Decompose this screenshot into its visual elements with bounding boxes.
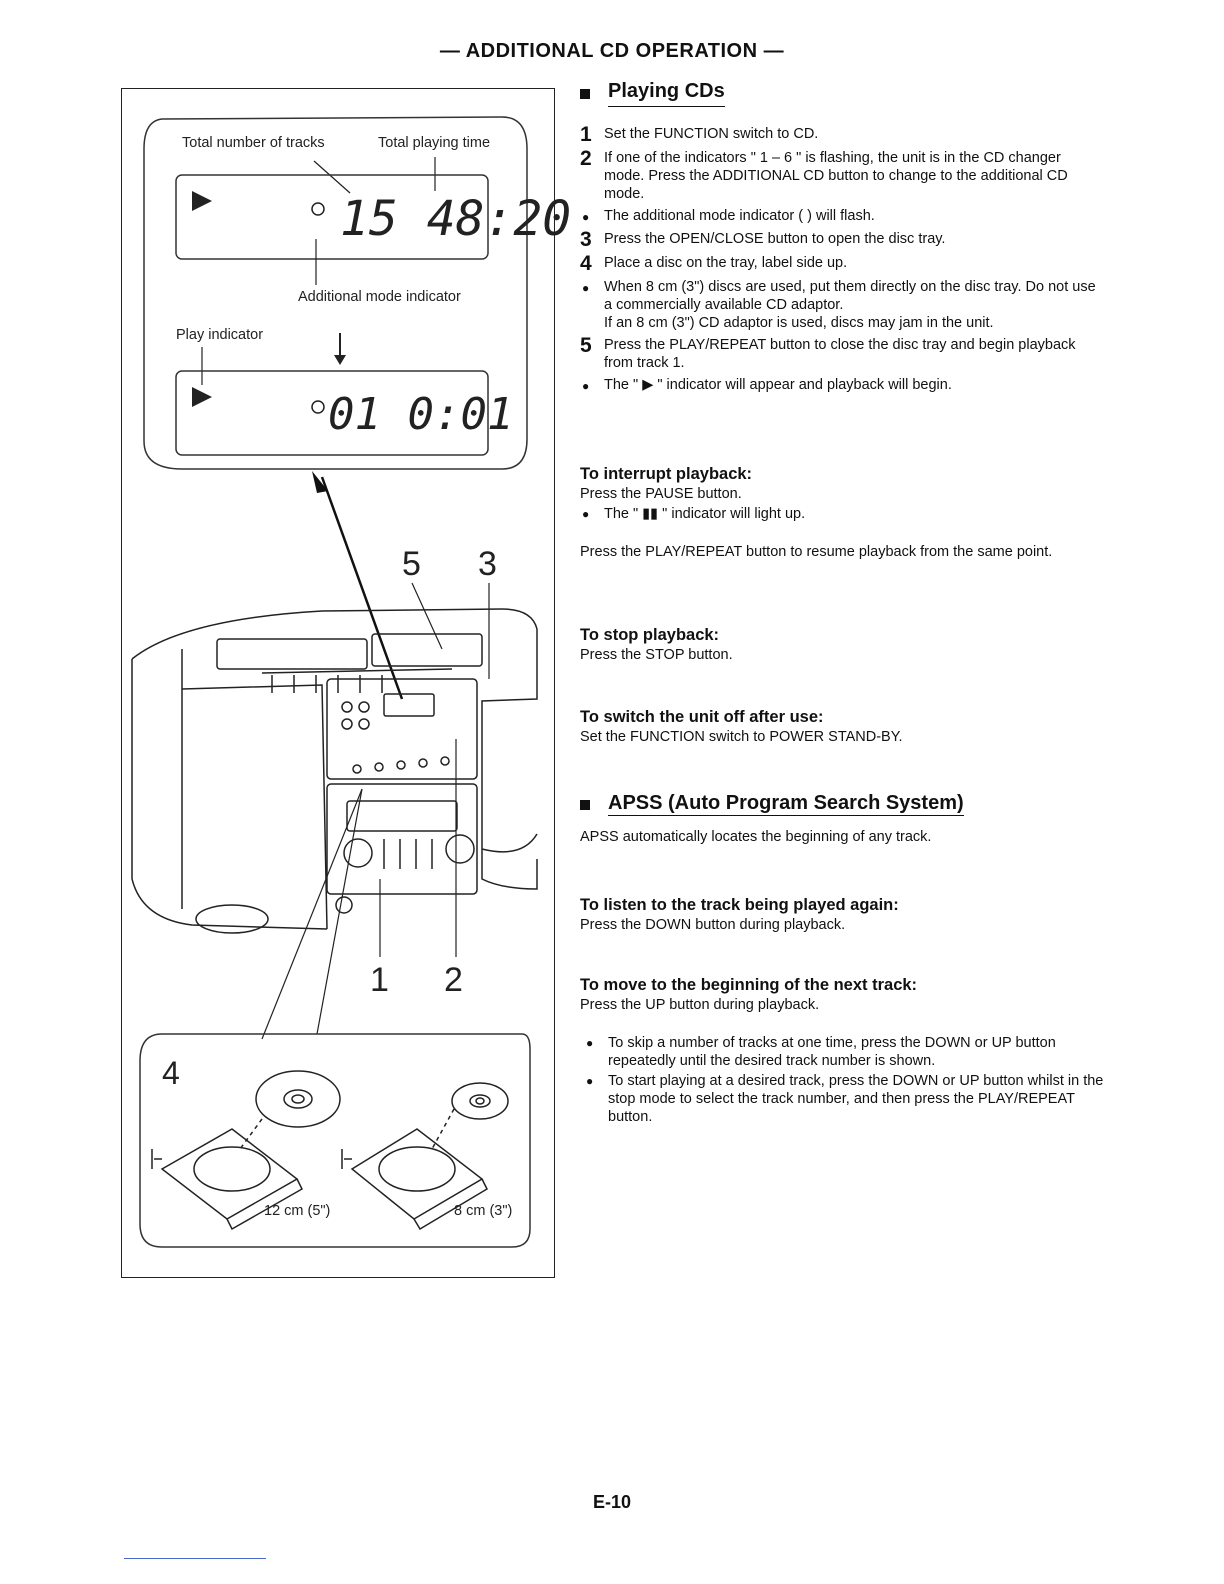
callout-2: 2 [444, 961, 463, 999]
display-2 [175, 370, 489, 456]
bullet-icon [584, 1034, 608, 1070]
subheading: To stop playback: [580, 626, 720, 644]
label-total-tracks: Total number of tracks [182, 135, 325, 151]
callout-1: 1 [370, 961, 389, 999]
page-header: — ADDITIONAL CD OPERATION — [439, 40, 785, 62]
bullet-icon [580, 278, 604, 332]
display-2-value: 01 0:01 [328, 389, 513, 440]
display-1-value: 15 48:20 [340, 191, 571, 247]
label-total-time: Total playing time [378, 135, 490, 151]
disc-size-small: 8 cm (3") [454, 1203, 512, 1219]
section-title: Playing CDs [608, 80, 725, 107]
step-5-bullet: The " ▶ " indicator will appear and play… [580, 376, 1105, 395]
bullet-icon [584, 1072, 608, 1126]
interrupt-playback: To interrupt playback: Press the PAUSE b… [580, 465, 1105, 561]
display-1 [175, 174, 489, 260]
section-apss: APSS (Auto Program Search System) APSS a… [580, 792, 964, 845]
disc-tray-drawings [151, 1070, 509, 1231]
page-number: E-10 [592, 1492, 632, 1512]
callout-4: 4 [162, 1055, 180, 1091]
section-title: APSS (Auto Program Search System) [608, 792, 964, 816]
subheading: To listen to the track being played agai… [580, 896, 899, 914]
step-2-bullet: The additional mode indicator ( ) will f… [580, 207, 1105, 226]
callout-3: 3 [478, 545, 497, 583]
callout-5: 5 [402, 545, 421, 583]
bullet-icon [580, 376, 604, 395]
stop-playback: To stop playback: Press the STOP button. [580, 626, 1105, 664]
listen-again: To listen to the track being played agai… [580, 896, 1105, 934]
illustration-panel: Total number of tracks Total playing tim… [121, 88, 571, 1278]
play-indicator-icon [192, 191, 212, 211]
section-bullet-icon [580, 800, 590, 810]
label-additional-mode: Additional mode indicator [298, 289, 461, 305]
disc-size-large: 12 cm (5") [264, 1203, 330, 1219]
unit-illustration: Total number of tracks Total playing tim… [131, 116, 571, 1248]
bullet-icon [580, 505, 604, 523]
step-4-bullet: When 8 cm (3") discs are used, put them … [580, 278, 1105, 332]
display-callout-bubble [143, 116, 528, 470]
stereo-unit [131, 608, 538, 934]
subheading: To interrupt playback: [580, 465, 753, 483]
section-playing-cds: Playing CDs [580, 80, 1105, 107]
subheading: To switch the unit off after use: [580, 708, 824, 726]
disc-inset-bubble [139, 1033, 531, 1248]
additional-mode-icon [311, 202, 325, 216]
play-indicator-icon-2 [192, 387, 212, 407]
subheading: To move to the beginning of the next tra… [580, 976, 918, 994]
next-track: To move to the beginning of the next tra… [580, 976, 1105, 1126]
bullet-icon [580, 207, 604, 226]
section-bullet-icon [580, 88, 590, 99]
footer-rule [124, 1558, 266, 1559]
label-play-indicator: Play indicator [176, 327, 263, 343]
switch-off: To switch the unit off after use: Set th… [580, 708, 1105, 746]
